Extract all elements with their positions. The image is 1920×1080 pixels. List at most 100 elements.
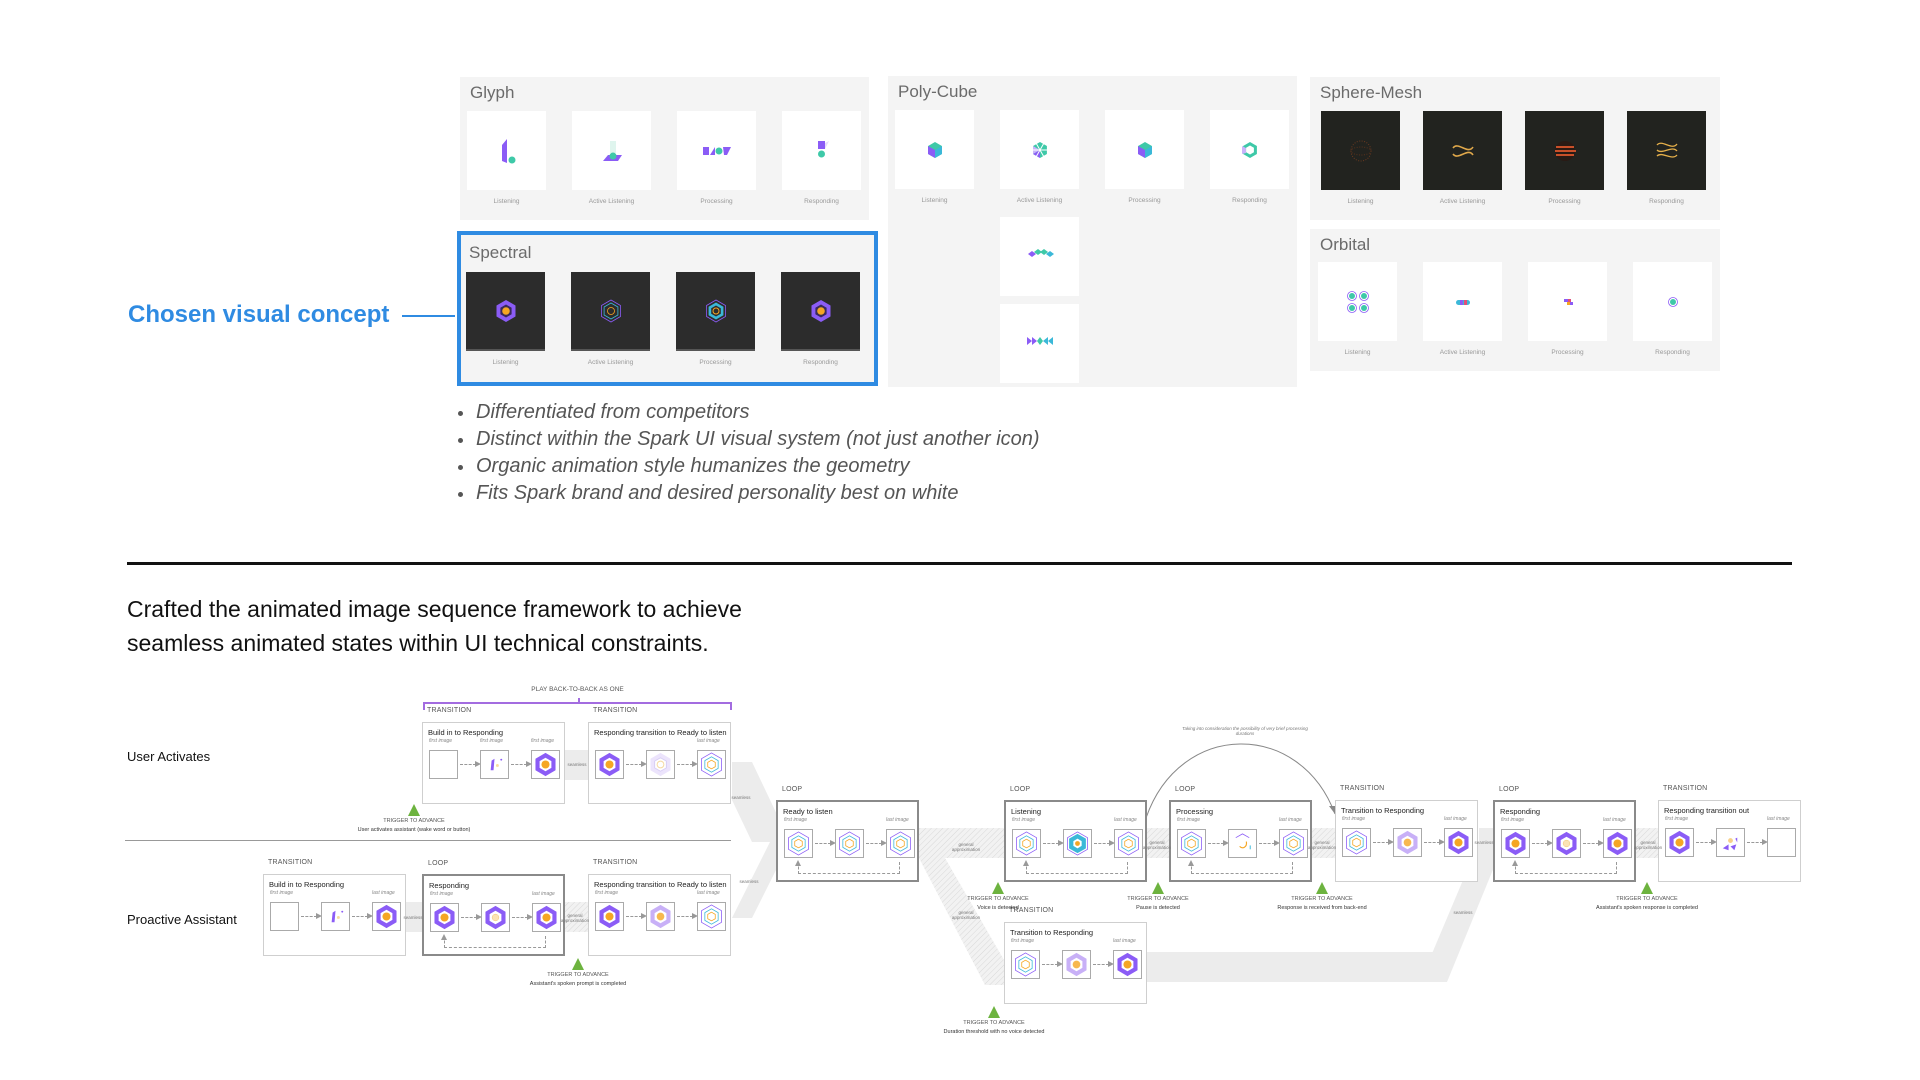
- loop-arrow-icon: [441, 934, 447, 940]
- frame-caption: first image: [1012, 817, 1036, 823]
- stage-type-label: TRANSITION: [1663, 785, 1708, 792]
- heading-line-2: seamless animated states within UI techn…: [127, 630, 709, 656]
- stage-title: Responding: [429, 881, 470, 890]
- connector-label: general approximation: [951, 910, 981, 920]
- trigger-triangle-icon: [1316, 882, 1328, 894]
- polycube-arrows-icon: [1020, 321, 1060, 366]
- stage-type-label: TRANSITION: [1009, 907, 1054, 914]
- sequence-arrow: [352, 913, 373, 919]
- frame-caption: first image: [1011, 938, 1035, 944]
- concept-tile: Active Listening: [571, 272, 650, 366]
- tile-label: Processing: [699, 359, 732, 366]
- tile-label: Active Listening: [1439, 198, 1486, 205]
- trigger-description: Response is received from back-end: [1277, 905, 1367, 911]
- connector-label: seamless: [403, 915, 423, 920]
- transition-stage: TRANSITION Responding transition to Read…: [588, 707, 731, 804]
- stage-title: Transition to Responding: [1010, 928, 1094, 937]
- frame-caption: last image: [1113, 938, 1136, 944]
- concept-tile: Responding: [1627, 111, 1706, 205]
- hex-cyan-frame-icon: [1063, 829, 1092, 858]
- loop-arrow-icon: [1023, 860, 1029, 866]
- tile-label: Processing: [1128, 197, 1161, 204]
- frame-caption: last image: [697, 890, 720, 896]
- stage-type-label: TRANSITION: [593, 859, 638, 866]
- sequence-arrow: [512, 914, 533, 920]
- stage-type-label: TRANSITION: [268, 859, 313, 866]
- trigger-description: User activates assistant (wake word or b…: [357, 827, 471, 833]
- loop-arrow-icon: [1512, 860, 1518, 866]
- callout-connector-line: [402, 315, 455, 317]
- stage-title: Build in to Responding: [269, 880, 345, 889]
- connector-label: seamless: [731, 795, 751, 800]
- sphere-listening-icon: [1321, 111, 1400, 190]
- stage-type-label: LOOP: [1010, 786, 1031, 793]
- hex-solid-frame-icon: [531, 750, 560, 779]
- connector-label: general approximation: [560, 913, 590, 923]
- polycube-wave-icon: [1020, 234, 1060, 279]
- chosen-concept-callout: Chosen visual concept: [128, 301, 390, 328]
- tile-label: Responding: [803, 359, 838, 366]
- glyph-responding-icon: [782, 111, 861, 190]
- trigger-triangle-icon: [1641, 882, 1653, 894]
- sequence-arrow: [511, 761, 532, 767]
- rationale-list: Differentiated from competitors Distinct…: [458, 399, 1040, 507]
- sequence-arrow: [1259, 840, 1280, 846]
- play-back-to-back-label: PLAY BACK-TO-BACK AS ONE: [531, 686, 624, 693]
- transition-stage: TRANSITION Responding transition to Read…: [588, 859, 731, 956]
- hex-outline-frame-icon: [697, 902, 726, 931]
- connector-label: seamless: [739, 879, 759, 884]
- trigger-title: TRIGGER TO ADVANCE: [1127, 896, 1189, 902]
- sphere-processing-icon: [1525, 111, 1604, 190]
- hex-pale-frame-icon: [1062, 950, 1091, 979]
- rationale-item: Differentiated from competitors: [458, 399, 1040, 426]
- tile-label: Listening: [921, 197, 948, 204]
- approximation-band: [1312, 828, 1335, 858]
- frame-caption: first image: [531, 738, 555, 744]
- loop-return-line: [1515, 862, 1617, 874]
- loop-arrow-icon: [1188, 860, 1194, 866]
- frame-caption: first image: [1342, 816, 1366, 822]
- hex-outline-frame-icon: [835, 829, 864, 858]
- hex-pale-frame-icon: [646, 902, 675, 931]
- row-separator: [125, 840, 731, 841]
- connector-label: seamless: [567, 762, 587, 767]
- trigger-description: Duration threshold with no voice detecte…: [943, 1029, 1045, 1035]
- trigger-triangle-icon: [572, 958, 584, 970]
- hex-outline-frame-icon: [697, 750, 726, 779]
- tile-label: Listening: [492, 359, 519, 366]
- sequence-arrow: [301, 913, 322, 919]
- sequence-arrow: [1747, 839, 1768, 845]
- hex-outline-frame-icon: [1342, 828, 1371, 857]
- hex-solid-frame-icon: [595, 902, 624, 931]
- hex-outline-frame-icon: [1177, 829, 1206, 858]
- stage-type-label: TRANSITION: [593, 707, 638, 714]
- arc-annotation: Taking into consideration the possibilit…: [1182, 726, 1308, 736]
- sequence-arrow: [677, 761, 698, 767]
- concept-tile: Responding: [1210, 110, 1289, 204]
- approximation-band: [919, 858, 1004, 985]
- hex-pale-outline-frame-icon: [646, 750, 675, 779]
- tile-label: Active Listening: [1439, 349, 1486, 356]
- concept-tile: Processing: [676, 272, 755, 366]
- trigger-triangle-icon: [992, 882, 1004, 894]
- scatter-frame-icon: [1716, 828, 1745, 857]
- hex-solid-frame-icon: [1665, 828, 1694, 857]
- brief-processing-arc: [1145, 743, 1336, 819]
- sequence-arrow: [460, 761, 481, 767]
- tile-label: Active Listening: [588, 198, 635, 205]
- hex-pale-frame-icon: [1393, 828, 1422, 857]
- sequence-arrow: [1373, 839, 1394, 845]
- concept-tile: Processing: [1105, 110, 1184, 204]
- hex-solid-frame-icon: [1501, 829, 1530, 858]
- trigger-description: Assistant's spoken response is completed: [1596, 905, 1698, 911]
- frame-caption: last image: [1444, 816, 1467, 822]
- concept-tile: Responding: [1633, 262, 1712, 356]
- hex-outline-frame-icon: [1279, 829, 1308, 858]
